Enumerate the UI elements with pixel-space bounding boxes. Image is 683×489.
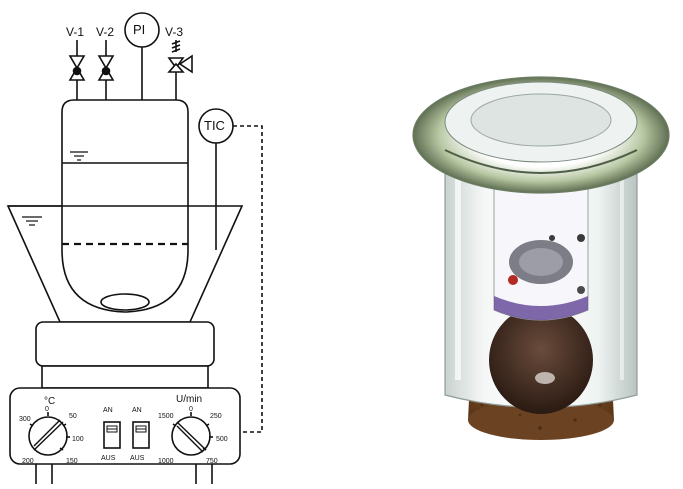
speed-scale-500: 500 bbox=[216, 436, 228, 443]
heat-switch-on: AN bbox=[103, 407, 113, 414]
temperature-dial[interactable] bbox=[28, 412, 70, 456]
hotplate-neck bbox=[41, 365, 209, 389]
temp-scale-300: 300 bbox=[19, 416, 31, 423]
temp-scale-0: 0 bbox=[45, 406, 49, 413]
temp-scale-200: 200 bbox=[22, 458, 34, 465]
stir-switch-off: AUS bbox=[130, 455, 145, 462]
label-tic: TIC bbox=[204, 118, 225, 133]
red-port bbox=[508, 275, 518, 285]
temp-scale-100: 100 bbox=[72, 436, 84, 443]
schematic-labels: V-1 V-2 PI V-3 TIC °C 300 0 50 100 150 2… bbox=[19, 22, 228, 465]
speed-scale-1000: 1000 bbox=[158, 458, 174, 465]
speed-scale-1500: 1500 bbox=[158, 413, 174, 420]
pressure-indicator bbox=[124, 12, 160, 102]
label-v2: V-2 bbox=[96, 25, 114, 39]
temp-scale-150: 150 bbox=[66, 458, 78, 465]
seal-band bbox=[494, 296, 588, 320]
temp-controller bbox=[198, 108, 263, 433]
schematic bbox=[6, 12, 263, 484]
hotplate-top bbox=[35, 321, 215, 367]
stir-switch-on: AN bbox=[132, 407, 142, 414]
label-v1: V-1 bbox=[66, 25, 84, 39]
level-marker-bath bbox=[22, 216, 42, 226]
glass-reactor-photo bbox=[412, 76, 670, 440]
stir-bar bbox=[100, 293, 150, 311]
stir-switch[interactable] bbox=[132, 421, 150, 449]
label-v3: V-3 bbox=[165, 25, 183, 39]
speed-scale-750: 750 bbox=[206, 458, 218, 465]
flask-contents bbox=[489, 306, 593, 414]
speed-dial[interactable] bbox=[171, 412, 213, 456]
speed-scale-250: 250 bbox=[210, 413, 222, 420]
speed-scale-0: 0 bbox=[189, 406, 193, 413]
temp-scale-50: 50 bbox=[69, 413, 77, 420]
label-pi: PI bbox=[133, 22, 145, 37]
valve-v1 bbox=[68, 40, 86, 102]
valve-v3 bbox=[167, 40, 193, 102]
temp-unit: °C bbox=[44, 396, 55, 407]
level-marker-upper bbox=[70, 151, 88, 161]
heat-switch[interactable] bbox=[103, 421, 121, 449]
heat-switch-off: AUS bbox=[101, 455, 116, 462]
speed-unit: U/min bbox=[176, 394, 202, 405]
